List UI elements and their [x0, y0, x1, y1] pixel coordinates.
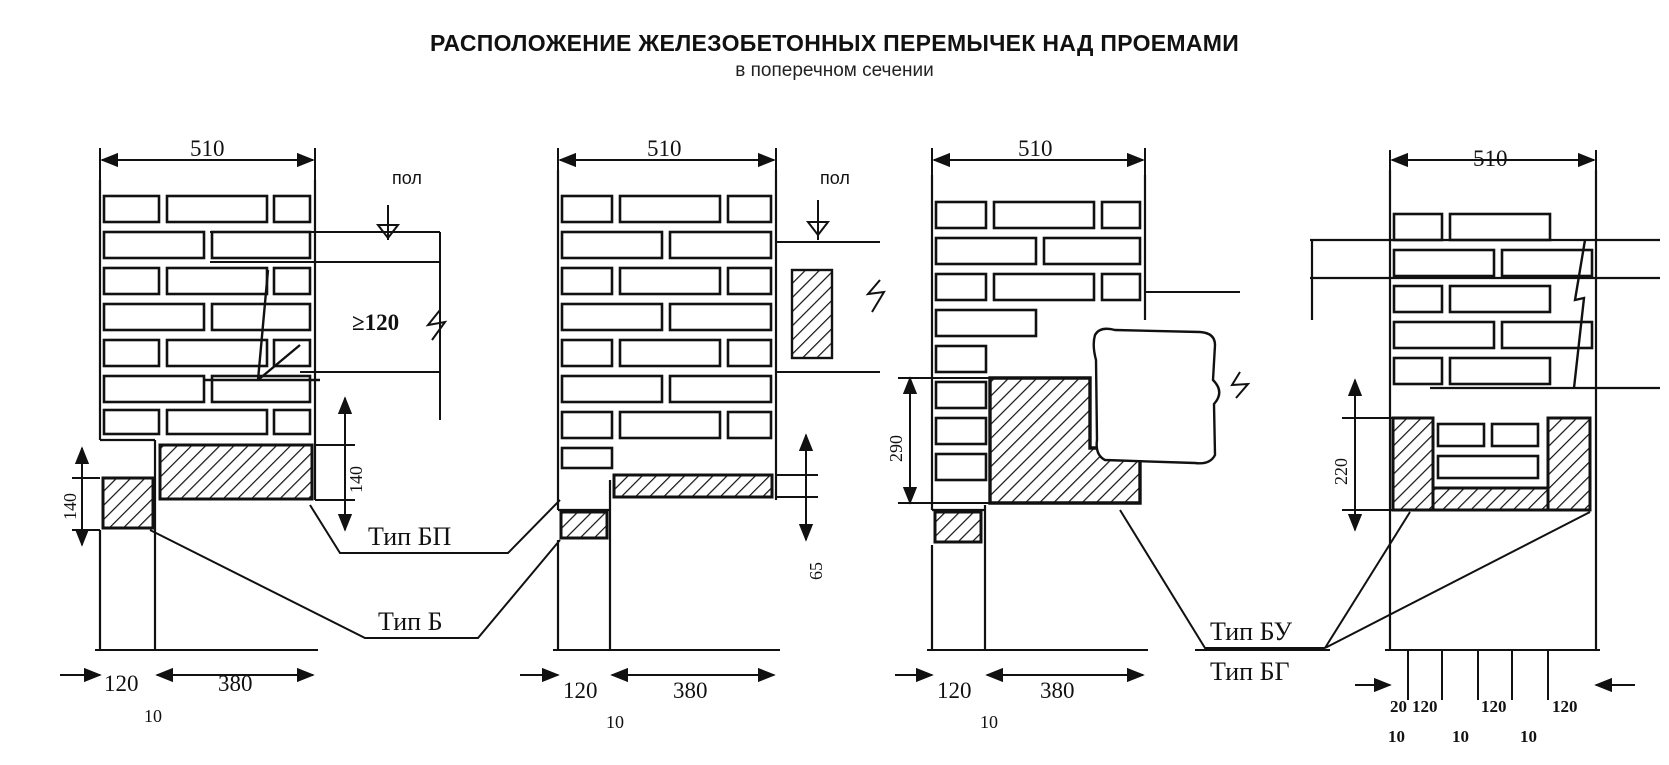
- lintel-bg-bottom: [1431, 486, 1550, 512]
- section-3-brick-rows: [934, 200, 1142, 482]
- dim-label-140-left: 140: [60, 493, 80, 520]
- dim-label-120-3: 120: [937, 678, 972, 703]
- dim-label-380-2: 380: [673, 678, 708, 703]
- type-bg-label: Тип БГ: [1210, 657, 1290, 686]
- dim-label-380-1: 380: [218, 671, 253, 696]
- section-3: [930, 175, 1251, 650]
- section-1-brickwork: [98, 180, 317, 650]
- dim-label-120-4b: 120: [1481, 697, 1507, 716]
- lintel-type-b-1: [101, 476, 155, 530]
- dim-label-10-2: 10: [606, 712, 624, 732]
- dim-label-120-1: 120: [104, 671, 139, 696]
- dim-label-10-4b: 10: [1452, 727, 1469, 746]
- section-1: [98, 180, 448, 650]
- dim-label-10-3: 10: [980, 712, 998, 732]
- dim-label-120-4c: 120: [1552, 697, 1578, 716]
- leader-bg-1: [1324, 511, 1411, 649]
- dim-label-120-4a: 120: [1412, 697, 1438, 716]
- dim-label-380-3: 380: [1040, 678, 1075, 703]
- dim-label-510-1: 510: [190, 136, 225, 161]
- lintel-type-bp-1: [158, 443, 314, 501]
- floor-slab-irregular: [1092, 327, 1221, 465]
- min-bearing-label: ≥120: [352, 310, 399, 335]
- dim-label-510-2: 510: [647, 136, 682, 161]
- leader-b: [149, 529, 561, 639]
- dimension-lines: [60, 148, 1635, 700]
- dim-label-140-right: 140: [346, 466, 366, 493]
- leader-lines: [149, 499, 1591, 651]
- leader-bg-2: [1324, 511, 1591, 649]
- lintel-type-b-2: [559, 510, 609, 540]
- page-subtitle: в поперечном сечении: [735, 60, 934, 81]
- dim-label-290: 290: [886, 435, 906, 462]
- section-3-slab-edge: [1145, 291, 1251, 399]
- type-bp-label: Тип БП: [368, 522, 451, 551]
- lintel-type-b-3: [933, 510, 983, 544]
- leader-bu: [1119, 509, 1325, 649]
- floor-label-2: пол: [820, 168, 850, 188]
- dim-label-10-4a: 10: [1388, 727, 1405, 746]
- section-1-bearing-mark: [205, 269, 320, 382]
- section-4-brickwork: [1310, 170, 1660, 650]
- dim-label-510-4: 510: [1473, 146, 1508, 171]
- type-bu-label: Тип БУ: [1210, 617, 1293, 646]
- floor-beam-section: [790, 268, 834, 360]
- floor-label-1: пол: [392, 168, 422, 188]
- section-2: [556, 170, 886, 650]
- dim-label-120-2: 120: [563, 678, 598, 703]
- lintel-bg-left: [1391, 416, 1435, 512]
- dim-label-510-3: 510: [1018, 136, 1053, 161]
- type-b-label: Тип Б: [378, 607, 443, 636]
- section-2-floor-slab: [776, 241, 886, 373]
- section-2-brickwork: [556, 170, 778, 650]
- dim-label-20-4: 20: [1390, 697, 1407, 716]
- leader-bp: [309, 499, 561, 554]
- section-3-brickwork: [930, 175, 1147, 650]
- section-2-brick-rows: [560, 194, 773, 470]
- section-1-floor-slab: [210, 231, 448, 420]
- section-4-brick-rows: [1392, 212, 1594, 480]
- dim-label-65: 65: [806, 562, 826, 580]
- lintel-bg-right: [1546, 416, 1592, 512]
- lintel-type-bp-2: [612, 473, 774, 499]
- dim-label-220: 220: [1331, 458, 1351, 485]
- page-title: РАСПОЛОЖЕНИЕ ЖЕЛЕЗОБЕТОННЫХ ПЕРЕМЫЧЕК НА…: [429, 30, 1240, 56]
- section-1-brick-rows: [102, 194, 312, 436]
- section-4: [1310, 170, 1660, 650]
- dim-label-10-1: 10: [144, 706, 162, 726]
- dim-label-10-4c: 10: [1520, 727, 1537, 746]
- lintel-type-bg: [1391, 416, 1592, 512]
